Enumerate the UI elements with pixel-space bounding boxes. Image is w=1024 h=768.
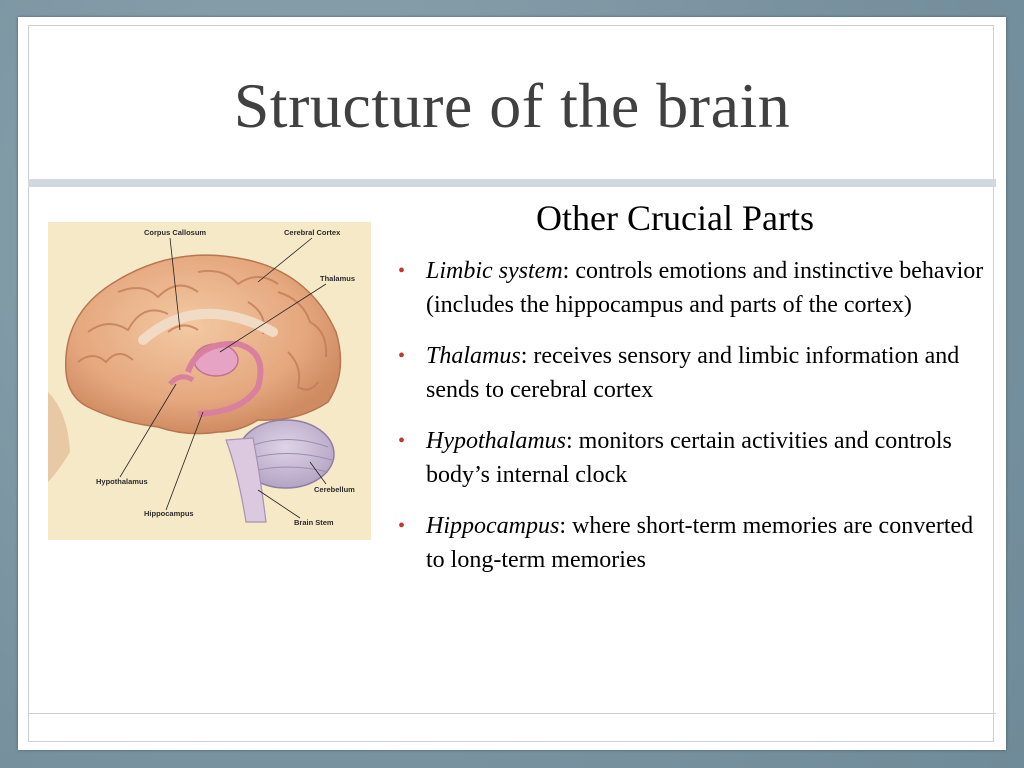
hippocampus-shape [185, 340, 264, 417]
bullet-item: • Limbic system: controls emotions and i… [398, 254, 988, 322]
brain-diagram-drawing: Corpus Callosum Cerebral Cortex Thalamus… [48, 228, 355, 527]
bullet-icon: • [398, 430, 406, 452]
bullet-text: : receives sensory and limbic informatio… [426, 343, 960, 403]
leader-lines [119, 237, 327, 519]
bullet-term: Hypothalamus [426, 428, 566, 454]
bullet-text: : monitors certain activities and contro… [426, 428, 952, 488]
title-divider [28, 179, 996, 187]
corpus-callosum-shape [138, 308, 278, 345]
bullet-term: Hippocampus [426, 513, 560, 539]
bullet-icon: • [398, 345, 406, 367]
bullet-icon: • [398, 260, 406, 282]
hypothalamus-shape [168, 374, 195, 386]
bullet-term: Thalamus [426, 343, 521, 369]
label-cerebral-cortex: Cerebral Cortex [284, 228, 341, 237]
label-brain-stem: Brain Stem [294, 518, 334, 527]
label-corpus-callosum: Corpus Callosum [144, 228, 206, 237]
bullet-item: • Hippocampus: where short-term memories… [398, 509, 988, 577]
bullet-item: • Thalamus: receives sensory and limbic … [398, 339, 988, 407]
label-hippocampus: Hippocampus [144, 509, 194, 518]
label-cerebellum: Cerebellum [314, 485, 355, 494]
bullet-list: • Limbic system: controls emotions and i… [398, 254, 988, 594]
face-shape [48, 392, 70, 482]
slide-title: Structure of the brain [233, 70, 791, 141]
bullet-text: : controls emotions and instinctive beha… [426, 258, 984, 318]
bullet-text: : where short-term memories are converte… [426, 513, 974, 573]
bullet-item: • Hypothalamus: monitors certain activit… [398, 424, 988, 492]
brain-stem-shape [225, 437, 267, 523]
slide-frame [28, 25, 994, 742]
cerebrum-shape [65, 254, 342, 435]
label-hypothalamus: Hypothalamus [96, 477, 148, 486]
section-subtitle: Other Crucial Parts [536, 198, 814, 238]
bullet-term: Limbic system [426, 258, 563, 284]
bullet-icon: • [398, 515, 406, 537]
label-thalamus: Thalamus [320, 274, 355, 283]
footer-divider [28, 713, 996, 714]
brain-diagram: Corpus Callosum Cerebral Cortex Thalamus… [48, 222, 371, 540]
